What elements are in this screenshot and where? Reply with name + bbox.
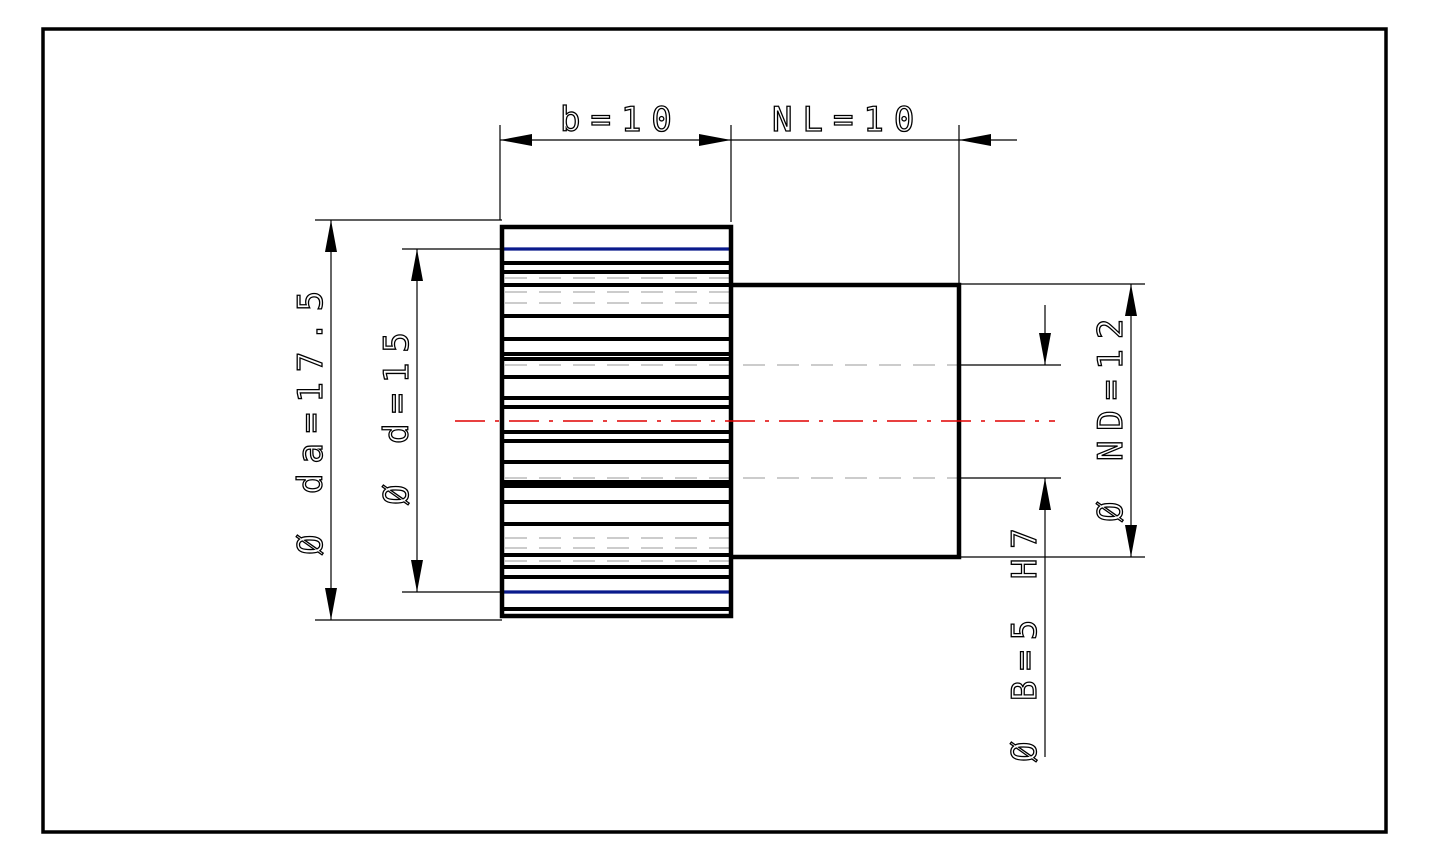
- dim-hub-length: NL=10: [731, 99, 1017, 283]
- face-width-label: b=10: [560, 100, 682, 140]
- dim-bore: Ø B=5 H7: [961, 305, 1061, 763]
- dim-face-width: b=10: [499, 99, 732, 222]
- gear-teeth: [502, 261, 731, 611]
- dim-pitch-diameter: Ø d=15: [376, 248, 502, 593]
- dim-hub-diameter: Ø ND=12: [961, 283, 1145, 558]
- hub-length-label: NL=10: [772, 100, 924, 140]
- pitch-diameter-label: Ø d=15: [377, 322, 417, 505]
- hub-diameter-label: Ø ND=12: [1091, 309, 1131, 522]
- bore-label: Ø B=5 H7: [1005, 518, 1045, 762]
- hidden-lines: [505, 277, 958, 562]
- dim-tip-diameter: Ø da=17.5: [290, 219, 502, 621]
- tip-diameter-label: Ø da=17.5: [291, 281, 331, 555]
